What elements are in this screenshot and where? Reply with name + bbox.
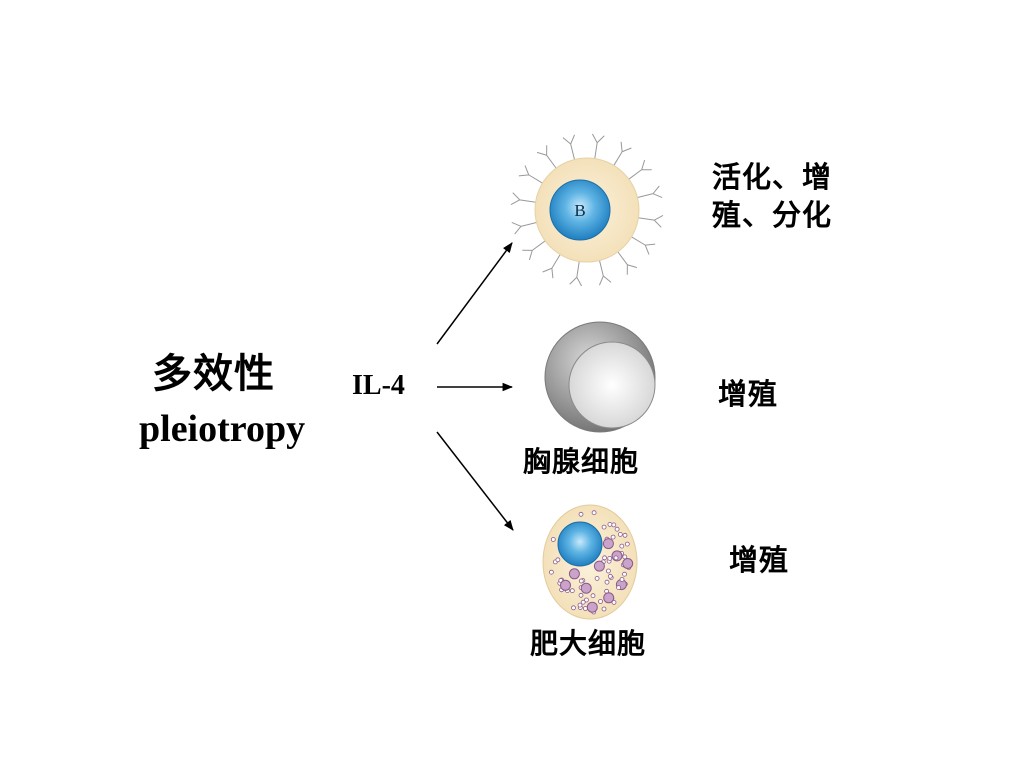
granule <box>586 601 598 613</box>
receptor-icon <box>629 235 656 255</box>
granule <box>624 541 630 547</box>
granule <box>604 579 610 585</box>
granule <box>602 538 614 550</box>
granule <box>590 593 596 599</box>
granule <box>571 605 576 611</box>
granule <box>602 555 607 561</box>
receptor-icon <box>616 249 638 275</box>
granule <box>580 582 592 594</box>
granule <box>606 568 611 574</box>
title-english: pleiotropy <box>139 408 306 450</box>
b-cell-effect-label: 活化、增殖、分化 <box>712 160 833 232</box>
granule <box>577 602 583 608</box>
receptor-icon <box>518 165 545 185</box>
thymocyte-effect-label: 增殖 <box>718 377 779 411</box>
granule <box>607 522 613 527</box>
granule <box>584 597 589 603</box>
mast-cell-label: 肥大细胞 <box>530 627 647 660</box>
granule <box>619 577 625 582</box>
granule <box>550 537 556 542</box>
receptor-icon <box>511 221 539 235</box>
granule <box>568 568 580 580</box>
receptor-icon <box>562 134 576 162</box>
granule <box>601 524 607 530</box>
granule <box>603 592 615 604</box>
granule <box>622 532 628 538</box>
granule <box>580 599 586 605</box>
source-cytokine-label: IL-4 <box>352 370 405 401</box>
granule <box>619 543 625 549</box>
receptor-icon <box>636 214 664 228</box>
receptor-icon <box>626 159 652 181</box>
mast-cell-icon <box>542 504 638 620</box>
receptor-icon <box>612 141 632 168</box>
granule <box>601 606 607 612</box>
receptor-icon <box>536 145 558 171</box>
granule <box>614 526 620 532</box>
mast-cell-effect-label: 增殖 <box>729 543 790 577</box>
granule <box>560 579 571 591</box>
receptor-icon <box>635 185 663 199</box>
granule <box>578 592 584 598</box>
receptor-icon <box>510 192 538 206</box>
b-cell-label: B <box>574 201 585 220</box>
granule <box>622 554 628 560</box>
granule <box>611 600 617 605</box>
granule <box>594 576 600 581</box>
receptor-icon <box>591 133 605 161</box>
granule <box>610 534 616 540</box>
granule <box>611 522 617 528</box>
granule <box>583 606 588 611</box>
granule <box>617 532 623 537</box>
granule <box>578 578 584 584</box>
granule <box>613 555 619 561</box>
granule <box>607 556 613 561</box>
granule <box>555 557 561 563</box>
granule <box>598 599 603 604</box>
receptor-icon <box>542 252 562 279</box>
granule <box>593 560 605 572</box>
thymocyte-label: 胸腺细胞 <box>523 445 640 478</box>
granule <box>622 571 627 577</box>
receptor-icon <box>569 259 583 287</box>
title-chinese: 多效性 <box>152 351 275 397</box>
arrow-to-b-cell <box>436 242 513 345</box>
granule <box>549 569 554 575</box>
granule <box>578 511 584 517</box>
granule <box>607 573 613 579</box>
granule <box>622 558 634 569</box>
granule <box>591 510 597 516</box>
b-cell-icon: B <box>510 133 664 287</box>
receptor-icon <box>522 239 548 261</box>
thymocyte-icon <box>544 321 656 433</box>
granule <box>616 585 621 590</box>
granule <box>569 588 575 594</box>
receptor-icon <box>598 258 612 286</box>
arrow-to-mast-cell <box>436 431 514 531</box>
